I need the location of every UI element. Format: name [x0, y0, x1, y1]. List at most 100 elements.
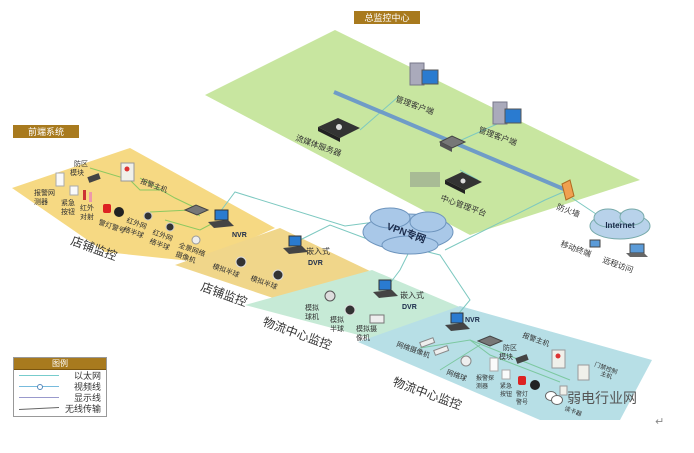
store1-nvr-icon	[208, 209, 234, 228]
l2-speaker-icon	[530, 380, 540, 390]
l1-dome-label-2: 半球	[330, 324, 344, 333]
l2-ipcam-icons	[419, 337, 450, 356]
legend-item-ethernet: 以太网	[14, 370, 106, 382]
legend: 图例 以太网 视频线 显示线 无线传输	[13, 357, 107, 417]
s1-zone-module-label-1: 防区	[74, 159, 88, 168]
return-mark: ↵	[655, 415, 665, 428]
central-zone	[205, 30, 640, 235]
legend-item-wireless: 无线传输	[14, 403, 106, 415]
s2-dome-1-icon	[235, 256, 247, 268]
central-tag-bg	[354, 11, 420, 24]
video-line-icon	[19, 384, 59, 390]
display-line-icon	[19, 397, 59, 398]
firewall-label: 防火墙	[555, 201, 581, 219]
l1-cam-icon	[369, 314, 385, 324]
l2-alarm-host-icon	[551, 349, 566, 369]
store1-zone	[12, 148, 275, 262]
logistics1-zone	[245, 270, 462, 338]
panorama-cam-icon	[191, 235, 201, 245]
remote-label: 远程访问	[601, 254, 634, 274]
ethernet-line-icon	[19, 375, 59, 376]
frontend-tag-bg	[13, 125, 79, 138]
watermark-text: 弱电行业网	[567, 391, 637, 407]
s1-nvr-label: NVR	[232, 232, 247, 239]
laptop-icon	[626, 243, 648, 257]
logistics2-zone	[358, 306, 652, 420]
internet-cloud-icon	[589, 208, 651, 240]
ir-dome-2-icon	[165, 222, 175, 232]
zone-module-icon	[87, 173, 101, 183]
l2-card-reader-icon	[559, 385, 568, 396]
pixelated-blur	[410, 172, 440, 187]
stream-server-icon	[318, 118, 360, 142]
l1-cam-label-2: 像机	[356, 333, 370, 342]
l2-access-icon	[577, 364, 590, 381]
l1-dvr-label-2: DVR	[402, 304, 417, 311]
legend-item-video: 视频线	[14, 381, 106, 393]
l2-siren-icon	[518, 376, 526, 385]
l2-nvr-icon	[445, 312, 470, 331]
s2-dvr-icon	[283, 235, 308, 254]
alarm-host-icon	[120, 162, 135, 182]
l2-alarm-light-icon	[555, 353, 561, 359]
s1-smoke-label-2: 测器	[34, 198, 48, 206]
l2-smoke-label-2: 测器	[476, 382, 488, 390]
l2-zone-module-label-1: 防区	[503, 343, 517, 352]
siren-icon	[103, 204, 111, 213]
l1-dvr-label-1: 嵌入式	[400, 290, 424, 300]
l2-nvr-label: NVR	[465, 317, 480, 324]
siren-speaker-icon	[114, 207, 124, 217]
l1-dome-icon	[344, 304, 356, 316]
ir-dome-1-icon	[143, 211, 153, 221]
internet-label: Internet	[605, 221, 635, 230]
s2-dome-2-icon	[272, 269, 284, 281]
core-switch-icon	[438, 135, 467, 152]
legend-label: 无线传输	[64, 405, 101, 415]
firewall-icon	[561, 179, 575, 201]
l2-emergency-label-1: 紧急	[500, 382, 512, 390]
vpn-cloud-icon	[362, 207, 454, 255]
l1-dvr-icon	[373, 279, 398, 298]
platform-server-icon	[445, 172, 482, 194]
s1-ir-label-2: 对射	[80, 212, 94, 221]
smoke-detector-icon	[55, 172, 65, 187]
s2-dvr-label-2: DVR	[308, 260, 323, 267]
wireless-line-icon	[19, 406, 59, 411]
ir-beam-icon	[83, 190, 92, 202]
legend-title: 图例	[14, 358, 106, 370]
l1-dome-label-1: 模拟	[330, 315, 344, 324]
l2-access-label-2: 主机	[599, 369, 613, 381]
l2-siren-label-2: 警号	[516, 398, 528, 406]
l2-zone-module-icon	[515, 354, 529, 364]
store1-switch-icon	[183, 204, 210, 216]
mobile-label: 移动终端	[559, 238, 592, 258]
s1-smoke-label-1: 报警网	[34, 188, 55, 197]
l1-ball-icon	[324, 290, 336, 302]
l2-smoke-label-1: 报警探	[476, 374, 494, 382]
l2-siren-label-1: 警灯	[516, 390, 528, 398]
mobile-terminal-icon	[589, 239, 601, 248]
s1-emergency-label-2: 按钮	[61, 207, 75, 216]
legend-label: 显示线	[73, 394, 101, 404]
client-pc-1-icon	[409, 62, 439, 86]
s2-dvr-label-1: 嵌入式	[306, 246, 330, 256]
client-pc-2-icon	[492, 101, 522, 125]
l2-smoke-icon	[489, 357, 499, 372]
legend-item-display: 显示线	[14, 392, 106, 404]
l1-ball-label-2: 球机	[305, 312, 319, 321]
s1-zone-module-label-2: 模块	[70, 168, 84, 177]
l2-emergency-icon	[501, 369, 511, 380]
central-tag: 总监控中心	[364, 12, 409, 24]
watermark: 弱电行业网	[545, 388, 637, 408]
store2-zone	[175, 228, 372, 302]
l2-switch-icon	[476, 335, 504, 347]
legend-label: 视频线	[73, 383, 101, 393]
l1-ball-label-1: 模拟	[305, 303, 319, 312]
frontend-tag: 前端系统	[28, 126, 64, 138]
alarm-host-light-icon	[124, 166, 130, 172]
l2-emergency-label-2: 按钮	[500, 390, 512, 398]
legend-label: 以太网	[73, 372, 101, 382]
s1-emergency-label-1: 紧急	[61, 198, 75, 207]
l2-ipball-icon	[460, 355, 472, 367]
